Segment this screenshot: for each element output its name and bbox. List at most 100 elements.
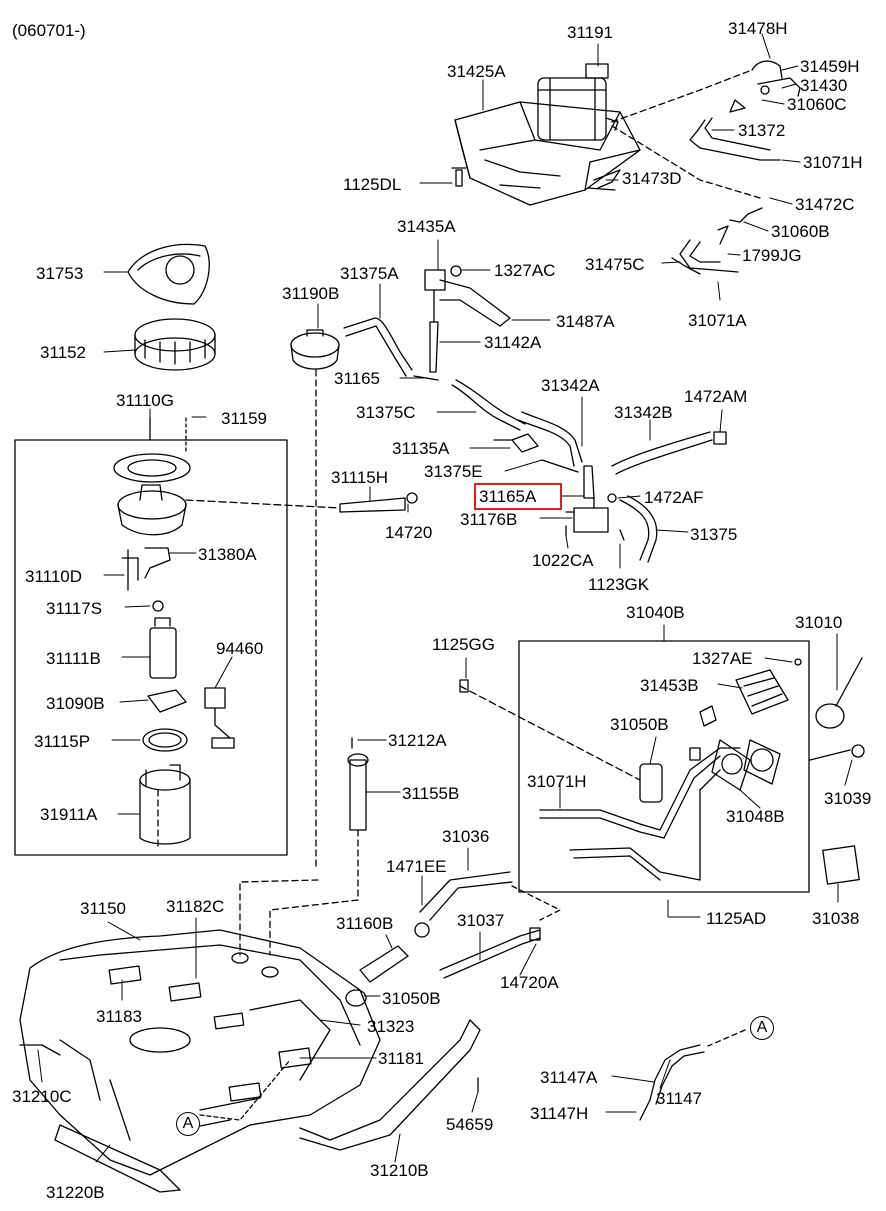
part-label-31323[interactable]: 31323 xyxy=(367,1017,415,1036)
part-label-31160B[interactable]: 31160B xyxy=(336,914,394,933)
part-label-31117S[interactable]: 31117S xyxy=(46,599,103,618)
label-plate-drawing xyxy=(822,845,860,885)
part-label-31071A[interactable]: 31071A xyxy=(688,311,747,330)
part-label-31430[interactable]: 31430 xyxy=(800,76,848,95)
part-label-1471EE[interactable]: 1471EE xyxy=(386,857,447,876)
part-label-31090B[interactable]: 31090B xyxy=(46,694,105,713)
callout-a-tank[interactable]: A xyxy=(176,1112,200,1136)
part-label-31038[interactable]: 31038 xyxy=(812,909,860,928)
part-label-31183[interactable]: 31183 xyxy=(96,1007,143,1026)
part-label-31071H-mid[interactable]: 31071H xyxy=(527,772,587,791)
highlight-box xyxy=(474,483,562,510)
part-label-31473D[interactable]: 31473D xyxy=(622,169,682,188)
part-label-31210C[interactable]: 31210C xyxy=(12,1087,72,1106)
part-label-1327AE[interactable]: 1327AE xyxy=(692,649,753,668)
part-label-1472AM[interactable]: 1472AM xyxy=(684,387,748,406)
part-label-31155B[interactable]: 31155B xyxy=(402,784,460,803)
part-label-31115P[interactable]: 31115P xyxy=(34,732,91,751)
part-label-1123GK[interactable]: 1123GK xyxy=(588,575,650,594)
part-label-1125AD[interactable]: 1125AD xyxy=(706,909,767,928)
part-label-31176B[interactable]: 31176B xyxy=(460,510,518,529)
part-label-1125DL[interactable]: 1125DL xyxy=(343,175,402,194)
part-label-31110D[interactable]: 31110D xyxy=(25,567,83,586)
pump-module-parts-drawing xyxy=(113,417,341,851)
part-label-14720A[interactable]: 14720A xyxy=(500,973,559,992)
part-label-1472AF[interactable]: 1472AF xyxy=(644,488,704,507)
date-code-label: (060701-) xyxy=(12,21,86,40)
part-label-1022CA[interactable]: 1022CA xyxy=(532,551,594,570)
part-label-31425A[interactable]: 31425A xyxy=(447,62,506,81)
part-label-31375E[interactable]: 31375E xyxy=(424,462,483,481)
part-label-31036[interactable]: 31036 xyxy=(442,827,490,846)
part-label-31375A[interactable]: 31375A xyxy=(340,264,399,283)
part-label-31060C[interactable]: 31060C xyxy=(787,95,847,114)
canister-bracket-drawing xyxy=(454,101,641,206)
part-label-31210B[interactable]: 31210B xyxy=(370,1161,429,1180)
part-label-1799JG[interactable]: 1799JG xyxy=(742,246,802,265)
callout-a-tube[interactable]: A xyxy=(750,1016,774,1040)
filler-pipe-drawing xyxy=(345,945,409,1007)
leader-dashed-2 xyxy=(199,1059,291,1121)
part-label-31115H[interactable]: 31115H xyxy=(331,468,389,487)
part-label-31135A[interactable]: 31135A xyxy=(392,439,450,458)
part-label-31478H[interactable]: 31478H xyxy=(728,19,788,38)
part-label-31159[interactable]: 31159 xyxy=(221,409,268,428)
filler-box-frame-drawing xyxy=(459,640,810,893)
rollover-valve-drawing xyxy=(290,329,340,871)
part-label-31453B[interactable]: 31453B xyxy=(640,676,699,695)
part-label-1125GG[interactable]: 1125GG xyxy=(432,635,496,654)
part-label-31181[interactable]: 31181 xyxy=(378,1049,425,1068)
part-label-31459H[interactable]: 31459H xyxy=(800,57,860,76)
part-label-31040B[interactable]: 31040B xyxy=(626,603,685,622)
part-label-31150[interactable]: 31150 xyxy=(80,899,127,918)
part-label-54659[interactable]: 54659 xyxy=(446,1115,494,1134)
part-label-31152[interactable]: 31152 xyxy=(40,343,87,362)
part-label-31753[interactable]: 31753 xyxy=(36,264,84,283)
part-label-31220B[interactable]: 31220B xyxy=(46,1183,105,1202)
part-label-31048B[interactable]: 31048B xyxy=(726,807,785,826)
vapor-hoses-drawing xyxy=(339,265,727,563)
part-label-31182C[interactable]: 31182C xyxy=(166,897,225,916)
service-cover-drawing xyxy=(127,243,210,305)
part-label-31190B[interactable]: 31190B xyxy=(282,284,340,303)
level-sender-drawing xyxy=(269,737,369,956)
bolt-1125dl-drawing xyxy=(451,167,467,187)
part-label-94460[interactable]: 94460 xyxy=(216,639,264,658)
part-label-31142A[interactable]: 31142A xyxy=(484,333,542,352)
part-label-31147H[interactable]: 31147H xyxy=(530,1104,589,1123)
part-label-31147[interactable]: 31147 xyxy=(656,1089,703,1108)
part-label-31165A[interactable]: 31165A xyxy=(479,487,537,506)
part-label-31911A[interactable]: 31911A xyxy=(40,805,98,824)
part-label-31050B-low[interactable]: 31050B xyxy=(382,989,441,1008)
filler-hoses-drawing xyxy=(414,871,561,979)
part-label-31487A[interactable]: 31487A xyxy=(556,312,615,331)
part-label-31165[interactable]: 31165 xyxy=(334,369,381,388)
part-label-31037[interactable]: 31037 xyxy=(457,911,505,930)
part-label-31472C[interactable]: 31472C xyxy=(795,195,855,214)
part-label-1327AC[interactable]: 1327AC xyxy=(494,261,556,280)
part-label-31060B[interactable]: 31060B xyxy=(771,222,830,241)
part-label-31342A[interactable]: 31342A xyxy=(541,376,600,395)
canister-hoses-drawing xyxy=(587,60,801,199)
part-label-31475C[interactable]: 31475C xyxy=(585,255,645,274)
part-label-31375C[interactable]: 31375C xyxy=(356,403,416,422)
part-label-31039[interactable]: 31039 xyxy=(824,789,872,808)
part-label-31372[interactable]: 31372 xyxy=(738,121,786,140)
part-label-31110G[interactable]: 31110G xyxy=(116,391,174,410)
part-label-31191[interactable]: 31191 xyxy=(567,23,614,42)
part-label-31435A[interactable]: 31435A xyxy=(397,217,456,236)
part-label-31380A[interactable]: 31380A xyxy=(198,545,257,564)
part-label-31212A[interactable]: 31212A xyxy=(388,731,447,750)
part-label-31342B[interactable]: 31342B xyxy=(614,403,673,422)
part-label-31111B[interactable]: 31111B xyxy=(46,649,101,668)
part-label-31010[interactable]: 31010 xyxy=(795,613,843,632)
part-label-31071H-top[interactable]: 31071H xyxy=(803,153,863,172)
part-label-31050B-mid[interactable]: 31050B xyxy=(610,715,669,734)
part-label-14720[interactable]: 14720 xyxy=(385,523,433,542)
canister-drawing xyxy=(537,63,619,141)
part-label-31375[interactable]: 31375 xyxy=(690,525,738,544)
pump-module-frame-drawing xyxy=(14,417,288,856)
leader-dashed-1 xyxy=(239,879,319,956)
part-label-31147A[interactable]: 31147A xyxy=(540,1068,598,1087)
